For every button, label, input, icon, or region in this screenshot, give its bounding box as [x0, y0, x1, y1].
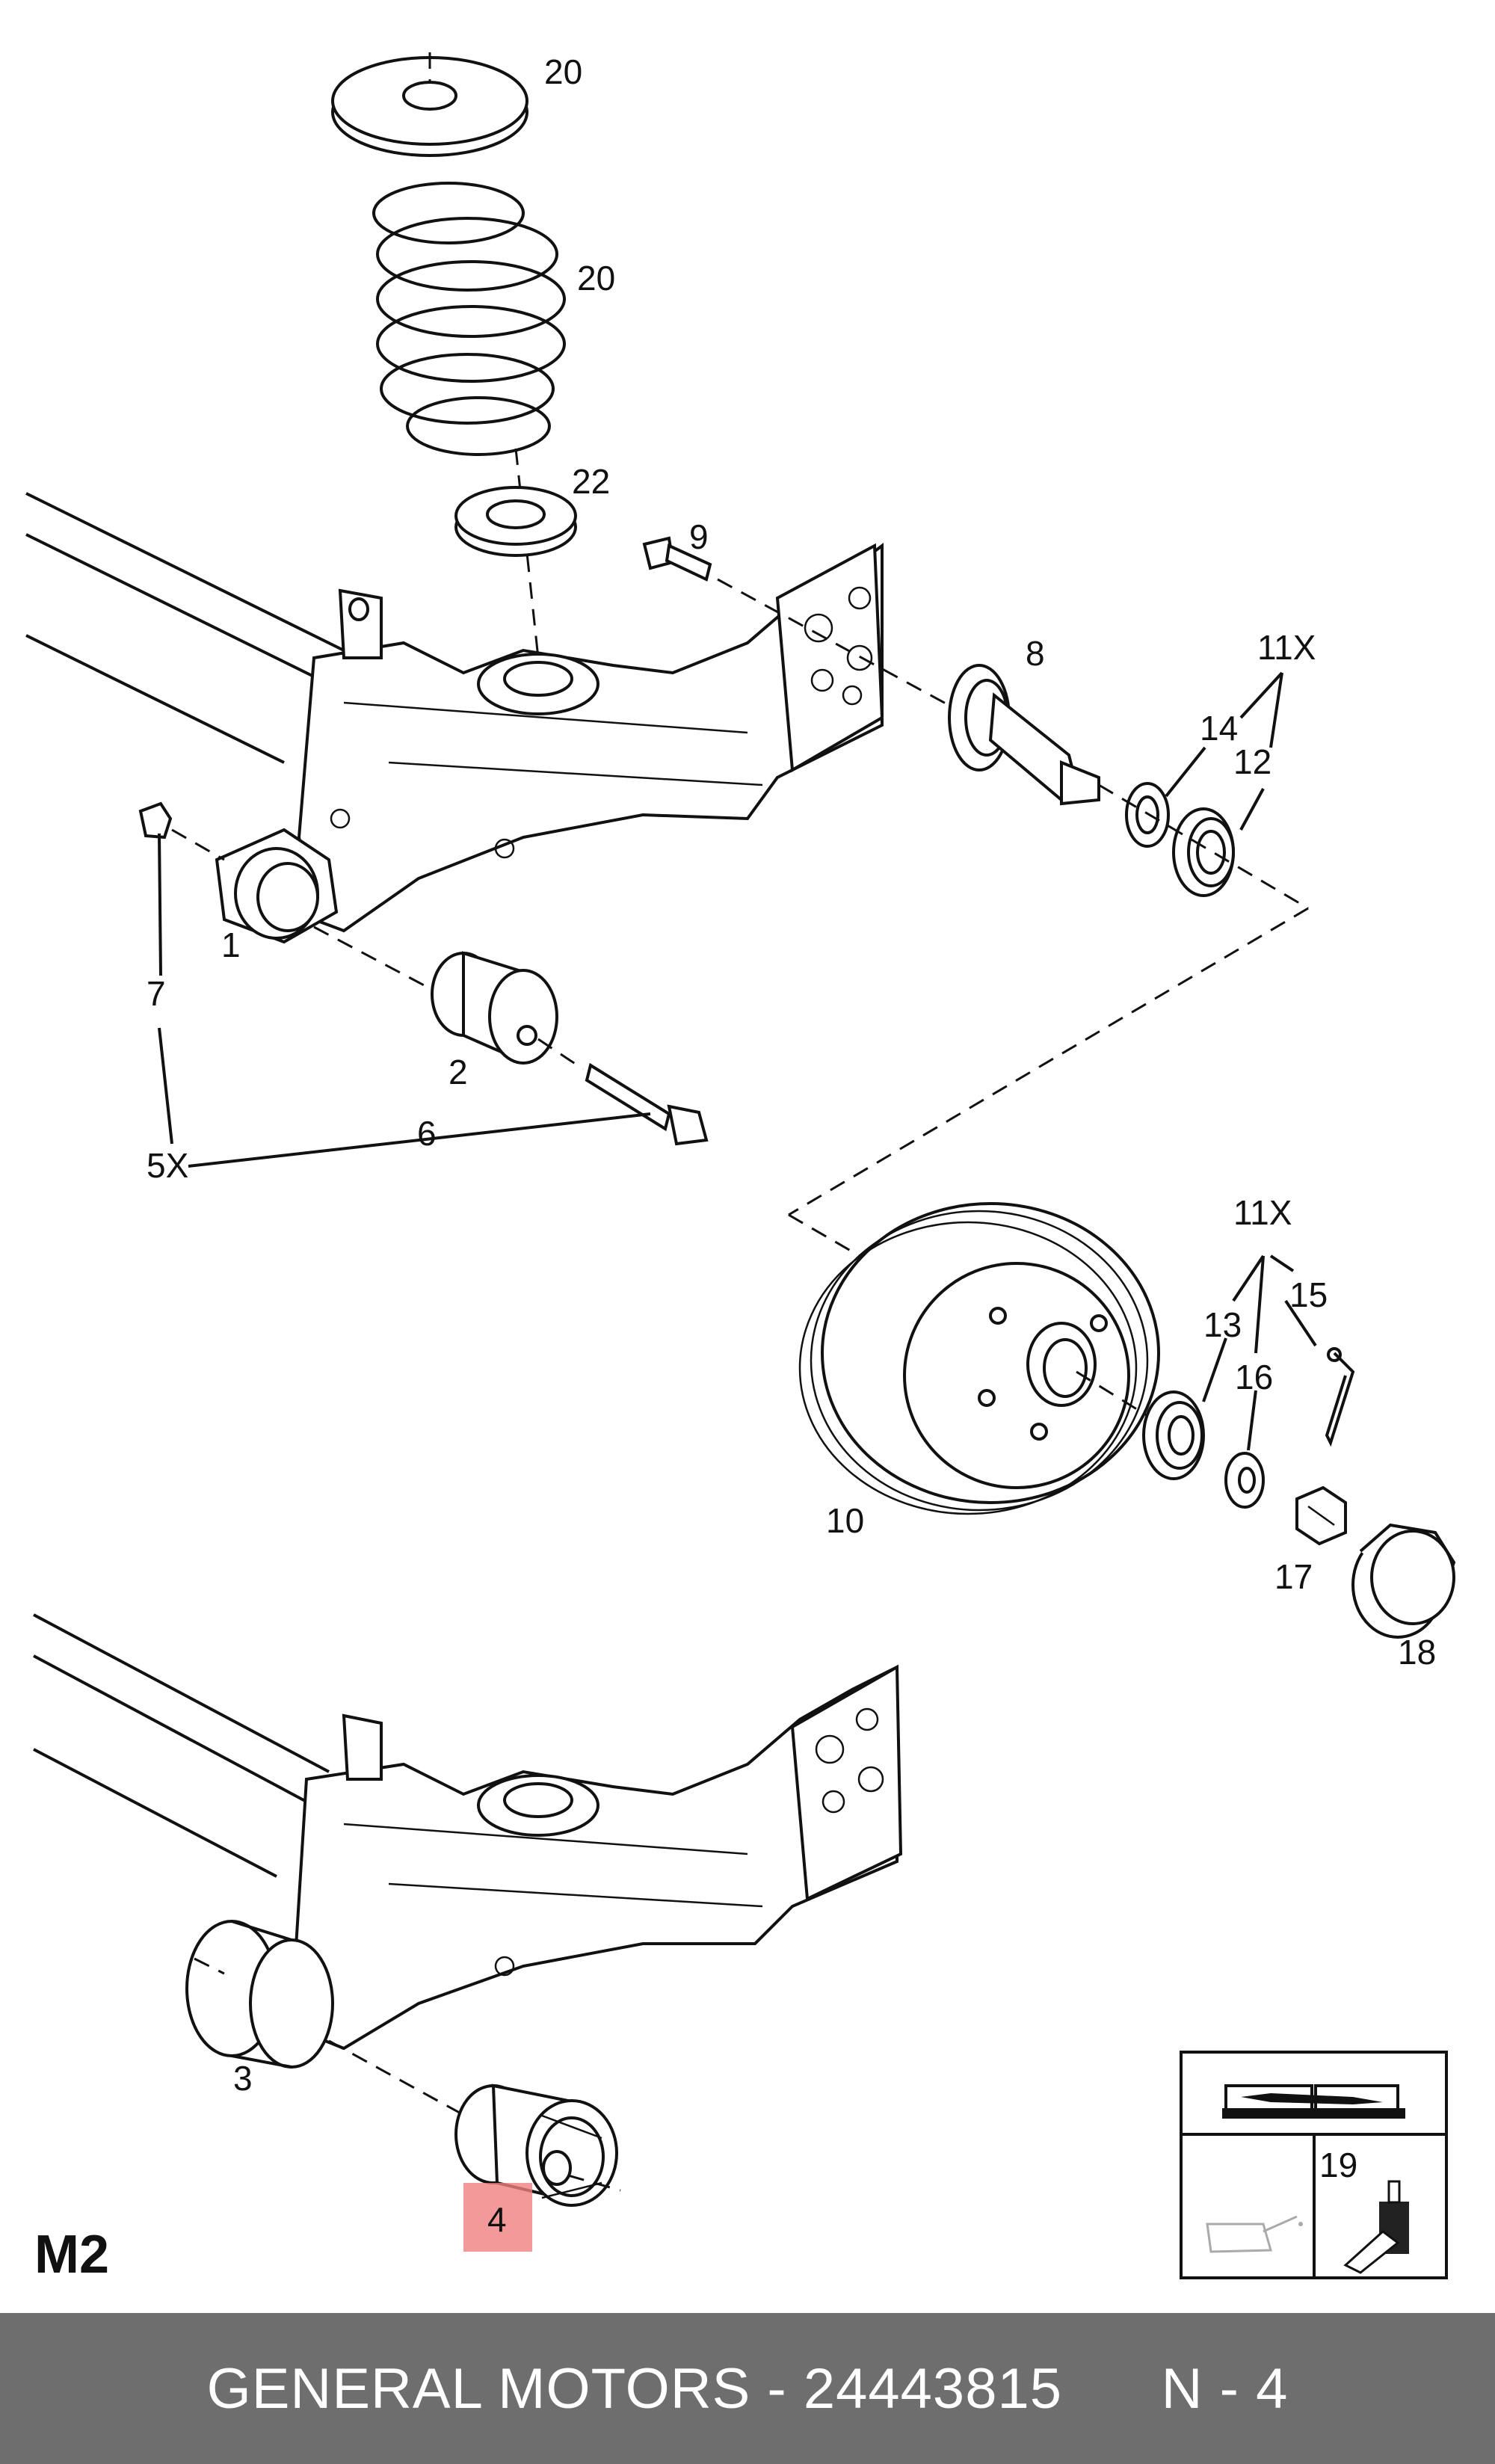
callout-12: 12: [1233, 742, 1271, 781]
callout-3: 3: [233, 2059, 253, 2098]
callout-14: 14: [1200, 709, 1238, 748]
page-code: M2: [34, 2225, 110, 2285]
callout-16: 16: [1235, 1358, 1273, 1396]
grease-tube-icon: [1343, 2180, 1409, 2274]
callout-9: 9: [689, 517, 709, 556]
stub-axle-8: [948, 664, 1100, 806]
castle-nut-17: [1295, 1485, 1347, 1546]
upper-axle-beam: [25, 492, 884, 944]
callout-8: 8: [1026, 634, 1045, 673]
callout-19: 19: [1319, 2146, 1357, 2184]
washer-16: [1224, 1452, 1265, 1509]
top-washer: [331, 52, 528, 157]
bolt-9: [642, 536, 972, 719]
callout-11x-bottom: 11X: [1233, 1193, 1292, 1232]
hub-cap-18: [1351, 1523, 1456, 1639]
callout-1: 1: [221, 925, 241, 964]
lower-axle-beam: [33, 1613, 903, 2125]
bushing-4: [454, 2083, 621, 2207]
parts-diagram: 20 20 22 9 8 11X 14 12 1 7 2 6 5X 11X 15…: [25, 52, 1456, 2279]
callout-15: 15: [1289, 1275, 1328, 1314]
highlight-callout-4: [463, 2183, 532, 2252]
callout-7: 7: [147, 974, 166, 1013]
callout-2: 2: [449, 1053, 468, 1091]
bearing-13: [1142, 1390, 1205, 1480]
split-pin-15: [1325, 1347, 1355, 1447]
callout-6: 6: [417, 1114, 437, 1153]
callout-17: 17: [1274, 1557, 1313, 1596]
repair-manual-icon: [1222, 2084, 1405, 2119]
bearing-12: [1172, 807, 1235, 897]
callout-22: 22: [572, 462, 610, 501]
callout-18: 18: [1398, 1633, 1436, 1672]
callout-10: 10: [826, 1501, 864, 1540]
bushing-2: [313, 925, 558, 1065]
callout-21: 20: [544, 52, 582, 91]
callout-13: 13: [1203, 1305, 1242, 1344]
oil-can-icon: [1206, 2215, 1303, 2253]
spring-seat: [454, 486, 577, 557]
callout-20: 20: [577, 259, 615, 298]
nut-7: [138, 801, 225, 861]
coil-spring: [372, 182, 566, 659]
legend-box: [1180, 2051, 1448, 2279]
bolt-6: [537, 1038, 709, 1146]
leader-lines: [158, 671, 1317, 1451]
footer-text: GENERAL MOTORS - 24443815 N - 4: [206, 2356, 1289, 2421]
callout-5x: 5X: [147, 1146, 188, 1185]
callout-11x-top: 11X: [1257, 628, 1316, 667]
footer-bar: GENERAL MOTORS - 24443815 N - 4: [0, 2313, 1495, 2464]
brake-drum-10: [798, 1202, 1160, 1515]
callout-4: 4: [487, 2200, 507, 2239]
